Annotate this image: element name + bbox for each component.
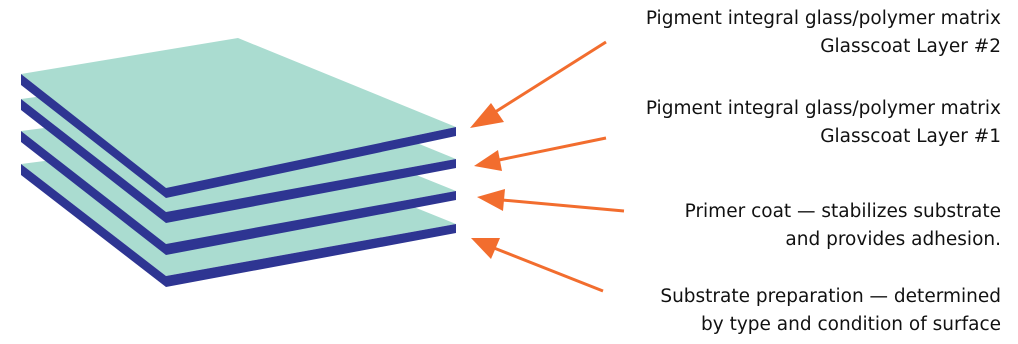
label-glasscoat-layer-2-line1: Pigment integral glass/polymer matrix (645, 8, 1001, 29)
arrowhead-primer-coat (477, 189, 505, 211)
label-glasscoat-layer-1-line2: Glasscoat Layer #1 (820, 126, 1001, 147)
arrow-glasscoat-layer-1 (474, 136, 607, 171)
substrate-layer-front-edge (166, 224, 456, 287)
label-glasscoat-layer-1: Pigment integral glass/polymer matrix Gl… (646, 95, 1001, 151)
arrow-substrate-preparation (471, 238, 604, 293)
label-primer-coat-line2: and provides adhesion. (785, 229, 1001, 250)
label-substrate-preparation: Substrate preparation — determined by ty… (660, 283, 1001, 339)
glasscoat-layer-2-front-edge (166, 127, 456, 198)
label-substrate-preparation-line2: by type and condition of surface (701, 314, 1001, 335)
label-glasscoat-layer-1-line1: Pigment integral glass/polymer matrix (645, 98, 1001, 119)
primer-layer-front-edge (166, 191, 456, 255)
arrowhead-glasscoat-layer-1 (474, 150, 502, 171)
label-glasscoat-layer-2: Pigment integral glass/polymer matrix Gl… (646, 5, 1001, 61)
label-glasscoat-layer-2-line2: Glasscoat Layer #2 (820, 36, 1001, 57)
primer-layer-side-edge (21, 131, 166, 255)
arrowhead-glasscoat-layer-2 (470, 103, 504, 128)
glasscoat-layer-2-top (21, 38, 456, 188)
label-primer-coat-line1: Primer coat — stabilizes substrate (684, 201, 1001, 222)
glasscoat-layer-1-front-edge (166, 159, 456, 223)
glasscoat-layer-2 (21, 38, 456, 198)
arrow-glasscoat-layer-2 (470, 40, 607, 128)
arrow-primer-coat (477, 189, 625, 213)
glasscoat-layer-2-side-edge (21, 74, 166, 198)
label-primer-coat: Primer coat — stabilizes substrate and p… (685, 198, 1001, 254)
substrate-layer-side-edge (21, 164, 166, 287)
label-substrate-preparation-line1: Substrate preparation — determined (660, 286, 1001, 307)
glasscoat-layer-1-side-edge (21, 99, 166, 223)
arrowhead-substrate-preparation (471, 238, 500, 259)
